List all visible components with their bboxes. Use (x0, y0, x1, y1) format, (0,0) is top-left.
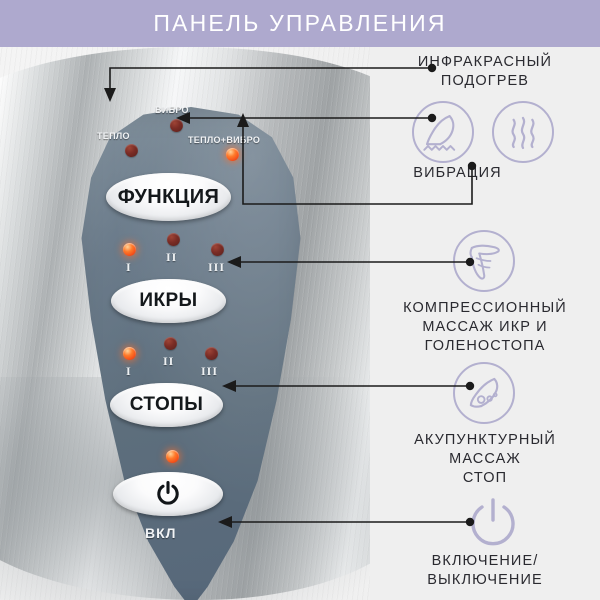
level-foot-2: II (163, 354, 175, 368)
callout-acupuncture-text: АКУПУНКТУРНЫЙ МАССАЖ СТОП (414, 432, 556, 486)
heat-waves-icon (492, 101, 554, 163)
callout-vibration-text: ВИБРАЦИЯ (413, 165, 502, 181)
power-symbol-icon (467, 495, 519, 551)
foot-button-label: СТОПЫ (129, 394, 204, 415)
foot-button[interactable]: СТОПЫ (110, 383, 223, 427)
callout-compression-text: КОМПРЕССИОННЫЙ МАССАЖ ИКР И ГОЛЕНОСТОПА (403, 300, 567, 354)
calf-button-label: ИКРЫ (139, 290, 198, 311)
callout-column: ИНФРАКРАСНЫЙ ПОДОГРЕВ ВИБРАЦИЯ (370, 47, 600, 600)
led-calf-2 (167, 233, 180, 246)
led-foot-3 (205, 347, 218, 360)
power-caption: ВКЛ (145, 525, 177, 541)
level-foot-1: I (126, 364, 132, 378)
device-photo: ТЕПЛО ВИБРО ТЕПЛО+ВИБРО ФУНКЦИЯ I II III… (0, 47, 370, 600)
led-foot-1 (123, 347, 136, 360)
led-vibro (170, 119, 183, 132)
label-teplo-vibro: ТЕПЛО+ВИБРО (188, 135, 261, 145)
page-header: ПАНЕЛЬ УПРАВЛЕНИЯ (0, 0, 600, 47)
level-calf-3: III (208, 260, 226, 274)
led-calf-3 (211, 243, 224, 256)
foot-acupressure-icon (453, 362, 515, 424)
callout-infrared-text: ИНФРАКРАСНЫЙ ПОДОГРЕВ (417, 54, 553, 89)
led-teplo-vibro (226, 148, 239, 161)
led-power (166, 450, 179, 463)
led-calf-1 (123, 243, 136, 256)
callout-power-text: ВКЛЮЧЕНИЕ/ ВЫКЛЮЧЕНИЕ (427, 553, 543, 588)
power-icon (157, 481, 179, 505)
level-calf-2: II (166, 250, 178, 264)
led-foot-2 (164, 337, 177, 350)
power-button[interactable] (113, 472, 223, 516)
label-vibro: ВИБРО (155, 105, 189, 115)
function-button-label: ФУНКЦИЯ (117, 185, 220, 208)
foot-vibration-icon (412, 101, 474, 163)
calf-compression-icon (453, 230, 515, 292)
function-button[interactable]: ФУНКЦИЯ (106, 173, 231, 221)
level-calf-1: I (126, 260, 132, 274)
calf-button[interactable]: ИКРЫ (111, 279, 226, 323)
page-title: ПАНЕЛЬ УПРАВЛЕНИЯ (153, 10, 447, 36)
led-teplo (125, 144, 138, 157)
level-foot-3: III (201, 364, 219, 378)
label-teplo: ТЕПЛО (97, 131, 130, 141)
